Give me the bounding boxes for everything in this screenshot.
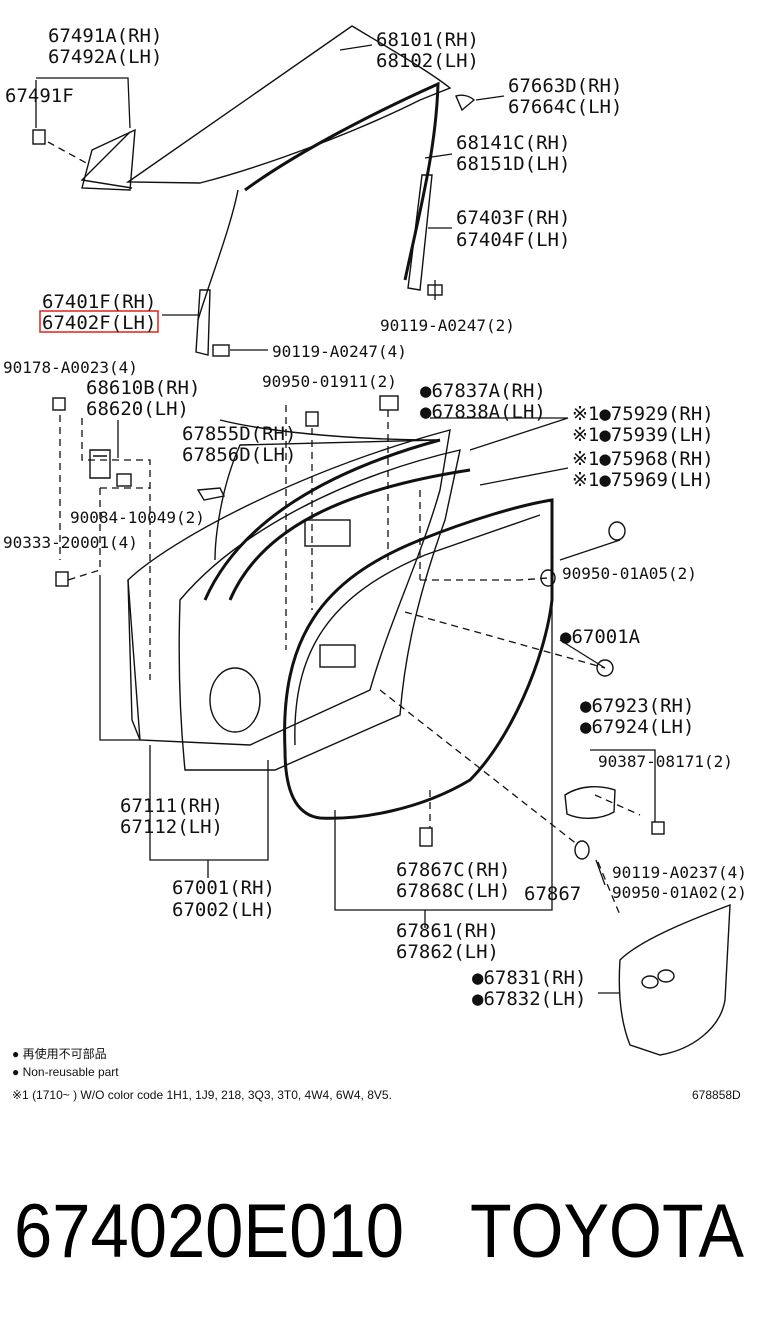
label-68610b: 68610B(RH) [86,377,200,399]
window-glass [125,25,452,184]
door-frame-moulding [244,81,440,281]
label-67924: ●67924(LH) [580,716,694,738]
label-67923: ●67923(RH) [580,695,694,717]
glass-run-1 [203,438,441,601]
label-67002: 67002(LH) [172,899,275,921]
label-90950-01911: 90950-01911(2) [262,372,397,391]
label-67867c: 67867C(RH) [396,859,510,881]
rear-sash [407,174,433,291]
label-68102: 68102(LH) [376,50,479,72]
label-67856d: 67856D(LH) [182,444,296,466]
label-67832: ●67832(LH) [472,988,586,1010]
label-67663d: 67663D(RH) [508,75,622,97]
diagram-drawing [32,25,731,1056]
cover-hole-2 [657,969,675,983]
label-67404f: 67404F(LH) [456,229,570,251]
plug-90950-01a02 [574,840,590,860]
label-68620: 68620(LH) [86,398,189,420]
label-90178-a0023: 90178-A0023(4) [3,358,138,377]
label-90119-a0237: 90119-A0237(4) [612,863,747,882]
label-68101: 68101(RH) [376,29,479,51]
bolt-90119-a0247-front [212,344,230,357]
grommet-67001a [596,659,614,677]
clip-67867c [419,827,433,847]
door-shell [178,449,461,771]
label-75929: ※1●75929(RH) [572,403,714,425]
outer-panel-edge [127,579,141,741]
lower-hinge-cover [564,786,616,819]
label-75969: ※1●75969(LH) [572,469,714,491]
leader-lines [35,44,656,994]
legend-nonreusable-jp: ● 再使用不可部品 [12,1046,107,1061]
clip-67837a [379,395,399,411]
label-90119-a0247-4: 90119-A0247(4) [272,342,407,361]
bolt-90119-a0247-rear [427,280,443,300]
part-labels: 67491A(RH) 67492A(LH) 67491F 68101(RH) 6… [3,25,747,1010]
glass-channel [80,131,133,189]
label-67001a: ●67001A [560,626,641,648]
cover-hole-1 [641,975,659,989]
label-67855d: 67855D(RH) [182,423,296,445]
door-hinge [89,449,111,479]
diagram-notes: ● 再使用不可部品 ● Non-reusable part ※1 (1710~ … [12,1046,741,1102]
label-90119-a0247-2: 90119-A0247(2) [380,316,515,335]
label-90084-10049: 90084-10049(2) [70,508,205,527]
label-67402f: 67402F(LH) [42,312,156,334]
door-frame-inner [214,439,441,561]
upper-hole [304,519,351,547]
label-75939: ※1●75939(LH) [572,424,714,446]
label-67492a: 67492A(LH) [48,46,162,68]
label-67401f: 67401F(RH) [42,291,156,313]
label-67403f: 67403F(RH) [456,207,570,229]
door-check [196,487,226,501]
diagram-ref-code: 678858D [692,1088,741,1102]
label-67837a: ●67837A(RH) [420,380,546,402]
glass-front-piece [81,128,136,191]
label-67868c: 67868C(LH) [396,880,510,902]
footnote-color-codes: ※1 (1710~ ) W/O color code 1H1, 1J9, 218… [12,1088,392,1102]
service-hole [319,644,356,668]
label-67838a: ●67838A(LH) [420,401,546,423]
part-number: 674020E010 [14,1189,404,1274]
label-67831: ●67831(RH) [472,967,586,989]
label-75968: ※1●75968(RH) [572,448,714,470]
label-67112: 67112(LH) [120,816,223,838]
label-67491a: 67491A(RH) [48,25,162,47]
outer-door-panel [127,429,451,746]
screw-90950-01911 [305,411,319,427]
bolt-90119-a0237 [651,821,665,835]
speaker-hole [209,667,261,733]
mirror-corner-cover [455,94,476,112]
label-67491f: 67491F [5,85,74,107]
product-caption: 674020E010 TOYOTA [14,1189,744,1274]
front-sash [195,289,211,356]
label-90950-01a05: 90950-01A05(2) [562,564,697,583]
brand-name: TOYOTA [470,1189,744,1274]
plug-90333 [55,571,69,587]
weatherstrip-inner [294,514,541,746]
label-90950-01a02: 90950-01A02(2) [612,883,747,902]
label-67867: 67867 [524,883,581,905]
front-run-channel [197,189,239,321]
label-67861: 67861(RH) [396,920,499,942]
highlight-box [39,310,159,333]
legend-nonreusable-en: ● Non-reusable part [12,1065,119,1079]
label-67664c: 67664C(LH) [508,96,622,118]
label-90333-20001: 90333-20001(4) [3,533,138,552]
label-68141c: 68141C(RH) [456,132,570,154]
label-90387-08171: 90387-08171(2) [598,752,733,771]
door-frame-top [219,419,441,441]
door-weatherstrip [283,498,554,820]
label-67111: 67111(RH) [120,795,223,817]
label-67001: 67001(RH) [172,877,275,899]
label-67862: 67862(LH) [396,941,499,963]
clip-67491f [32,129,46,145]
bolt-90084 [116,473,132,487]
screw-90178 [52,397,66,411]
label-68151d: 68151D(LH) [456,153,570,175]
service-hole-cover [618,903,731,1056]
